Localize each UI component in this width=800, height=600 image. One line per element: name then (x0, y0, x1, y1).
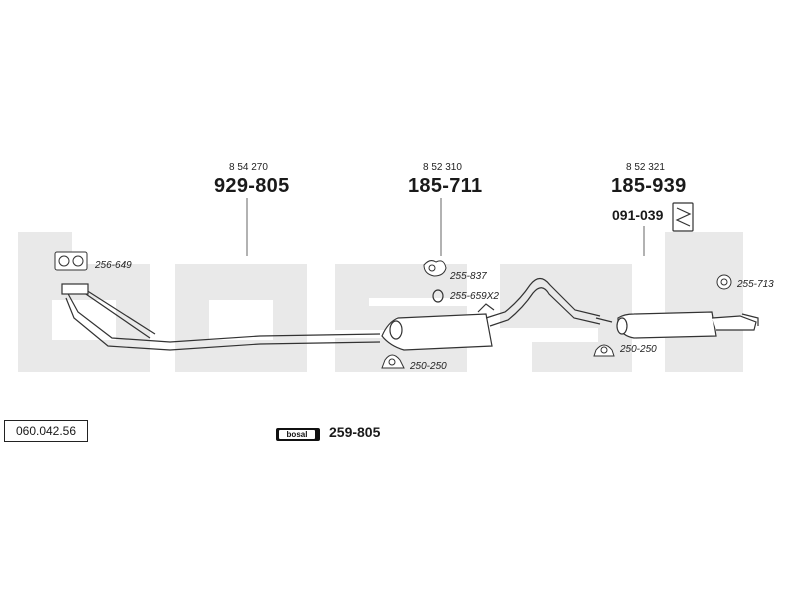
flange-plate (61, 283, 89, 295)
clamp-rear-part-number: 255-713 (737, 279, 774, 290)
hanger-rear-part-number: 250-250 (620, 344, 657, 355)
bosal-badge-text: bosal (279, 430, 315, 439)
clamp-front-part-number: 255-837 (450, 271, 487, 282)
fitting-kit-part-number: 259-805 (329, 424, 381, 440)
rear-silencer-oe-number: 8 52 321 (626, 162, 665, 173)
ring-icon (432, 289, 444, 303)
rear-silencer-part-number: 185-939 (611, 175, 687, 197)
diagram-reference: 060.042.56 (4, 420, 88, 442)
clamp-icon-rear (716, 274, 732, 290)
leader-lines (246, 198, 645, 256)
hanger-icon (381, 354, 405, 369)
bracket-part-number: 091-039 (612, 207, 664, 223)
bracket-icon (672, 202, 694, 232)
front-pipe-part-number: 929-805 (214, 175, 290, 197)
centre-silencer-part-number: 185-711 (408, 175, 483, 197)
centre-silencer-oe-number: 8 52 310 (423, 162, 462, 173)
hanger-middle-part-number: 250-250 (410, 361, 447, 372)
centre-silencer (381, 277, 601, 351)
front-pipe (61, 283, 381, 351)
ring-mount-part-number: 255-659X2 (450, 291, 499, 302)
clamp-icon (423, 260, 447, 277)
bosal-logo-badge: bosal (276, 428, 320, 441)
gasket-part-number: 256-649 (95, 260, 132, 271)
hanger-icon-rear (593, 344, 615, 357)
rear-silencer (595, 311, 759, 339)
front-pipe-oe-number: 8 54 270 (229, 162, 268, 173)
gasket-icon (54, 251, 88, 271)
